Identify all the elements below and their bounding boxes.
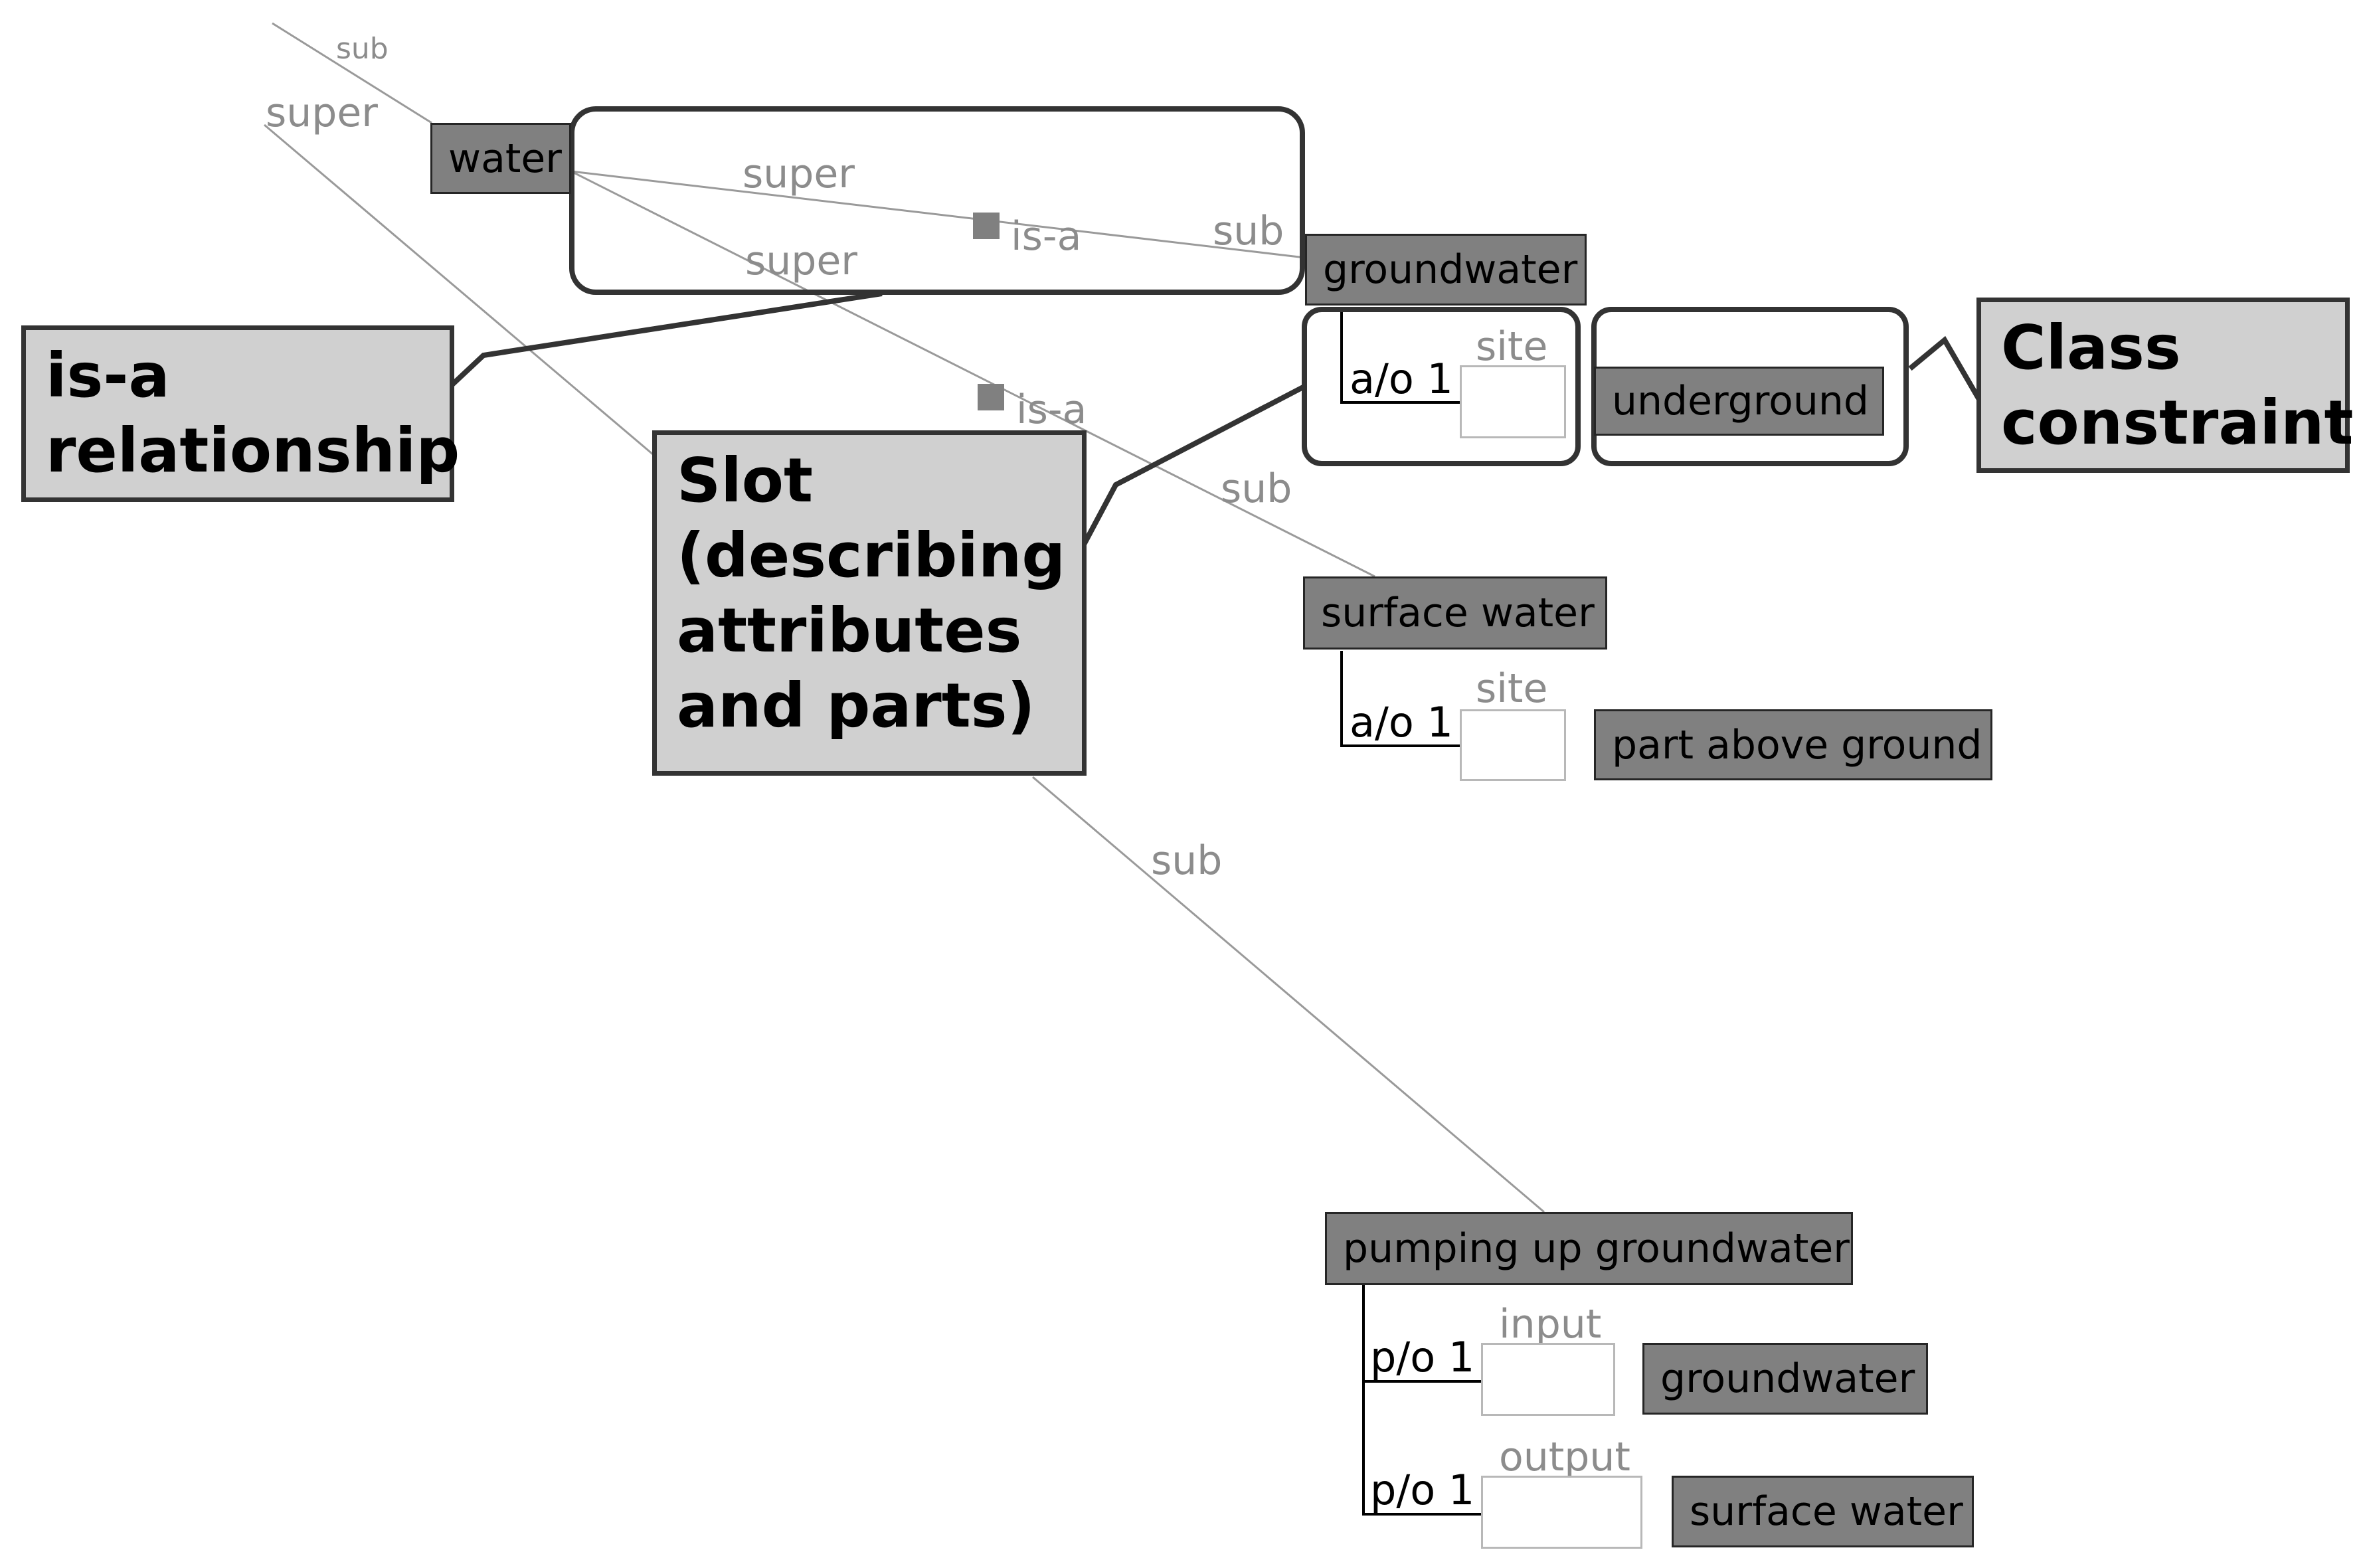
- edge-label-super-left: super: [266, 90, 378, 136]
- class-groundwater-label: groundwater: [1323, 246, 1578, 293]
- slot-connector-input-output: [1362, 1285, 1483, 1516]
- edge-label-super-2: super: [745, 238, 857, 284]
- class-part-above-ground-label: part above ground: [1612, 721, 1982, 768]
- class-water[interactable]: water: [430, 123, 571, 194]
- is-a-node-marker-2: [978, 384, 1004, 410]
- slot-box-site-2[interactable]: [1460, 709, 1566, 781]
- edge-label-is-a-2: is-a: [1016, 387, 1087, 433]
- class-underground-label: underground: [1612, 378, 1869, 424]
- callout-class-constraint: Class constraint: [1976, 298, 2354, 473]
- slot-box-output[interactable]: [1481, 1476, 1642, 1549]
- slot-connector-site-1: [1340, 309, 1461, 404]
- callout-slot-line-1: Slot: [677, 445, 813, 516]
- slot-cardinality-site-1: a/o 1: [1350, 355, 1453, 403]
- slot-cardinality-input: p/o 1: [1370, 1333, 1475, 1381]
- is-a-highlight-box: [569, 106, 1305, 295]
- slot-connector-site-2: [1340, 651, 1461, 747]
- class-underground[interactable]: underground: [1594, 367, 1884, 436]
- callout-slot: Slot (describing attributes and parts): [652, 430, 1087, 776]
- edge-sub-top: [272, 22, 432, 124]
- pointer-slot: [1081, 385, 1304, 546]
- edge-label-sub-1: sub: [1213, 208, 1284, 254]
- slot-name-site-2: site: [1476, 665, 1548, 712]
- class-water-label: water: [448, 135, 562, 182]
- slot-name-output: output: [1499, 1434, 1630, 1480]
- slot-cardinality-output: p/o 1: [1370, 1466, 1475, 1514]
- edge-sub-3: [1032, 776, 1545, 1213]
- class-part-above-ground[interactable]: part above ground: [1594, 709, 1992, 780]
- callout-is-a-line-1: is-a: [46, 340, 170, 411]
- callout-is-a-relationship: is-a relationship: [21, 325, 460, 502]
- class-surface-water-label: surface water: [1321, 590, 1595, 636]
- slot-cardinality-site-2: a/o 1: [1350, 698, 1453, 746]
- class-pumping-up-groundwater[interactable]: pumping up groundwater: [1325, 1212, 1853, 1285]
- class-groundwater-input-label: groundwater: [1660, 1355, 1915, 1402]
- edge-label-is-a-1: is-a: [1011, 213, 1082, 260]
- slot-box-input[interactable]: [1481, 1343, 1615, 1416]
- callout-slot-line-2: (describing: [677, 520, 1066, 591]
- pointer-class-constraint: [1908, 335, 1983, 404]
- callout-slot-line-3: attributes: [677, 595, 1022, 666]
- edge-label-sub-top: sub: [336, 32, 389, 66]
- edge-label-super-1: super: [743, 151, 855, 197]
- callout-is-a-line-2: relationship: [46, 415, 460, 486]
- edge-is-a-2: [570, 170, 1375, 578]
- slot-highlight-box: [1302, 307, 1581, 466]
- class-pumping-up-groundwater-label: pumping up groundwater: [1343, 1225, 1850, 1272]
- callout-slot-line-4: and parts): [677, 670, 1035, 741]
- slot-box-site-1[interactable]: [1460, 365, 1566, 438]
- class-surface-water-output[interactable]: surface water: [1672, 1476, 1974, 1547]
- edge-super-left: [264, 124, 658, 460]
- slot-name-input: input: [1499, 1301, 1602, 1348]
- class-groundwater-input[interactable]: groundwater: [1642, 1343, 1928, 1415]
- callout-class-constraint-line-2: constraint: [2001, 387, 2354, 458]
- pointer-is-a: [450, 291, 883, 387]
- edge-is-a-1: [570, 170, 1306, 259]
- edge-label-sub-3: sub: [1151, 837, 1223, 884]
- is-a-node-marker-1: [973, 213, 1000, 239]
- callout-class-constraint-line-1: Class: [2001, 312, 2181, 383]
- slot-name-site-1: site: [1476, 323, 1548, 370]
- class-groundwater[interactable]: groundwater: [1305, 234, 1587, 305]
- class-surface-water-output-label: surface water: [1690, 1488, 1963, 1535]
- edge-label-sub-2: sub: [1221, 466, 1292, 512]
- class-surface-water[interactable]: surface water: [1303, 576, 1607, 650]
